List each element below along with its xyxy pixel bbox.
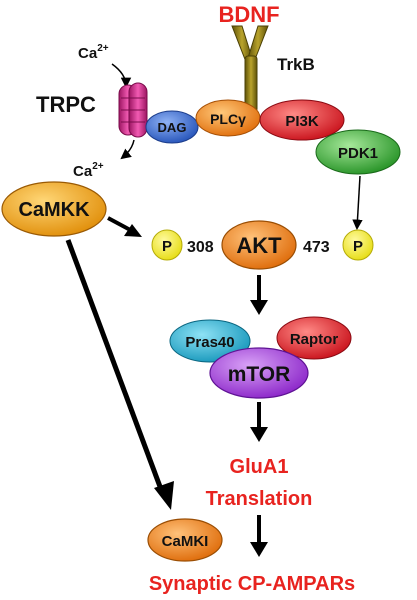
glua1-translation-line1: GluA1 xyxy=(230,456,289,478)
pras40-node xyxy=(169,319,251,363)
mtor-node xyxy=(209,347,309,399)
camkk-node xyxy=(1,181,107,237)
camki-label: CaMKI xyxy=(162,533,209,550)
glua1-to-output-arrowhead xyxy=(250,542,268,557)
trpc-channel xyxy=(118,82,148,138)
akt-to-mtor-arrowhead xyxy=(250,300,268,315)
pdk1-label: PDK1 xyxy=(338,145,378,162)
phospho-473-circle xyxy=(342,229,374,261)
site-473-label: 473 xyxy=(303,239,330,256)
trpc-label: TRPC xyxy=(36,92,96,117)
akt-label: AKT xyxy=(236,233,282,258)
calcium-influx-arrow-top xyxy=(111,63,132,89)
raptor-label: Raptor xyxy=(290,331,338,348)
mtor-label: mTOR xyxy=(228,363,291,386)
glua1-translation-line2: Translation xyxy=(206,488,313,510)
synaptic-cp-ampars-label: Synaptic CP-AMPARs xyxy=(149,573,355,595)
camki-node xyxy=(147,518,223,562)
phospho-308-circle xyxy=(151,229,183,261)
pi3k-label: PI3K xyxy=(285,113,319,130)
pras40-label: Pras40 xyxy=(185,334,234,351)
trkb-receptor xyxy=(231,25,269,113)
raptor-node xyxy=(276,316,352,360)
phospho-473-label: P xyxy=(353,238,363,255)
camkk-to-camki-arrowhead xyxy=(154,481,174,510)
camkk-to-camki-arrow xyxy=(65,239,165,493)
calcium-influx-arrow-bottom xyxy=(120,139,135,160)
site-308-label: 308 xyxy=(187,239,214,256)
pdk1-node xyxy=(315,129,401,175)
trkb-label: TrkB xyxy=(277,55,315,74)
calcium-bottom-label: Ca2+ xyxy=(73,161,104,180)
phospho-308-label: P xyxy=(162,238,172,255)
dag-node xyxy=(145,110,199,144)
pdk1-to-p473-arrow xyxy=(352,175,363,231)
bdnf-label: BDNF xyxy=(218,2,279,27)
camkk-to-akt-arrowhead xyxy=(124,224,142,237)
akt-node xyxy=(221,220,297,270)
calcium-top-label: Ca2+ xyxy=(78,43,109,62)
mtor-to-glua1-arrowhead xyxy=(250,427,268,442)
plc-gamma-label: PLCγ xyxy=(210,111,246,127)
pi3k-node xyxy=(259,99,345,141)
camkk-label: CaMKK xyxy=(18,199,90,221)
dag-label: DAG xyxy=(158,120,187,135)
